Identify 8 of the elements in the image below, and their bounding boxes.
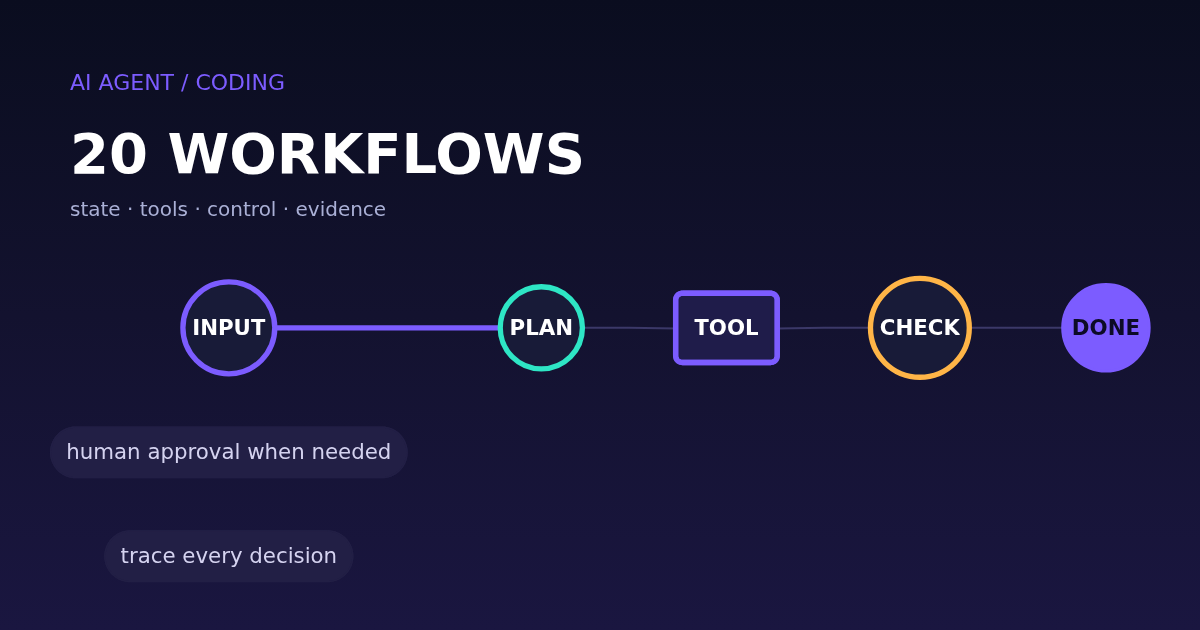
title: 20 WORKFLOWS [70,122,585,186]
connector [274,325,501,331]
subtitle: state · tools · control · evidence [70,196,387,222]
node-circle: INPUT [180,279,278,377]
node-circle: PLAN [497,284,586,372]
category-label: AI AGENT / CODING [70,69,286,97]
node-circle: DONE [1061,283,1151,373]
node-circle: CHECK [867,275,972,380]
